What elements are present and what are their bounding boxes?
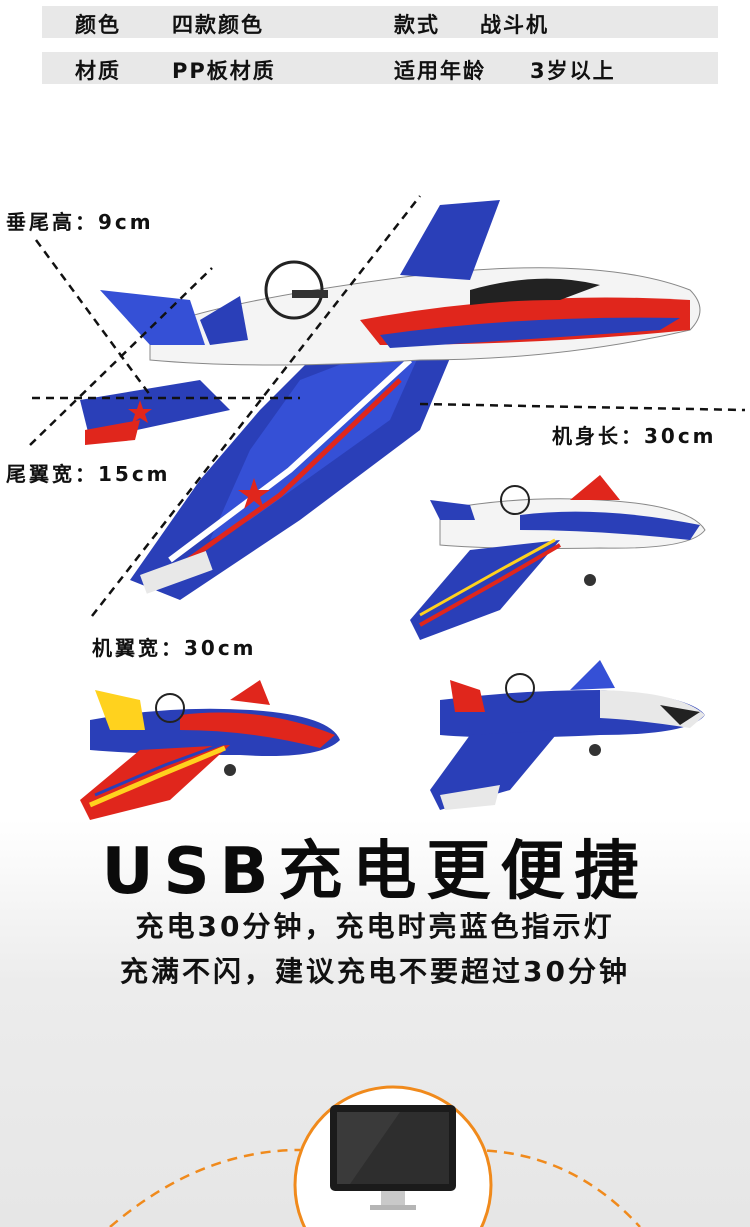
spec-key-style: 款式 xyxy=(394,13,440,37)
spec-value-age: 3岁以上 xyxy=(530,59,616,83)
tail-width-label: 尾翼宽：15cm xyxy=(6,462,171,486)
spec-row-color-style: 颜色 四款颜色 款式 战斗机 xyxy=(42,6,718,38)
main-plane-image xyxy=(80,200,701,600)
spec-value-color: 四款颜色 xyxy=(172,13,264,37)
spec-key-material: 材质 xyxy=(75,59,121,83)
spec-row-material-age: 材质 PP板材质 适用年龄 3岁以上 xyxy=(42,52,718,84)
dimension-lines xyxy=(29,195,746,617)
plane-variant-blue-white xyxy=(430,660,705,810)
wing-width-label: 机翼宽：30cm xyxy=(92,636,257,660)
plane-variant-yellow-red xyxy=(80,680,340,820)
charging-description-line2: 充满不闪，建议充电不要超过30分钟 xyxy=(120,955,630,988)
usb-charging-headline: USB充电更便捷 xyxy=(101,835,649,909)
charging-description-line1: 充电30分钟，充电时亮蓝色指示灯 xyxy=(135,910,615,943)
spec-key-age: 适用年龄 xyxy=(394,59,486,83)
spec-key-color: 颜色 xyxy=(75,13,121,37)
monitor-icon xyxy=(330,1105,456,1210)
fin-height-label: 垂尾高：9cm xyxy=(6,210,154,234)
charging-diagram xyxy=(109,1085,641,1227)
spec-value-material: PP板材质 xyxy=(172,59,276,83)
body-length-label: 机身长：30cm xyxy=(552,424,717,448)
plane-variant-red-blue xyxy=(410,475,706,640)
product-illustration xyxy=(29,195,746,820)
spec-value-style: 战斗机 xyxy=(480,13,549,37)
